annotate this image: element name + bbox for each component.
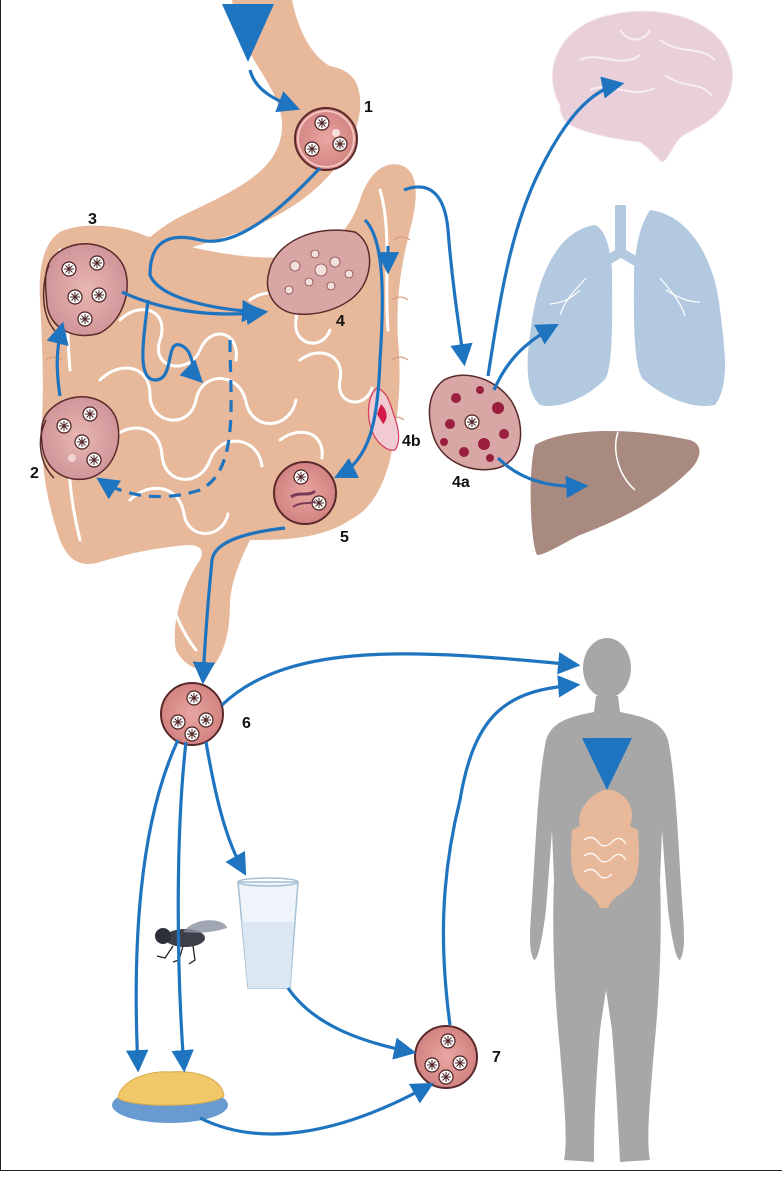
label-2: 2 [30, 465, 39, 482]
arrow-6-to-plate-left [136, 740, 178, 1068]
stage-3-trophozoite [44, 244, 128, 336]
stage-4a-trophozoite [429, 375, 520, 469]
label-4b: 4b [402, 433, 421, 450]
arrow-plate-to-7 [200, 1085, 430, 1134]
stage-5-cyst [274, 462, 336, 524]
stage-1-cyst [295, 108, 357, 170]
arrow-6-to-plate-right [178, 742, 186, 1068]
arrow-glass-to-7 [288, 988, 412, 1052]
lungs-icon [528, 205, 725, 406]
arrow-6-to-glass [206, 742, 244, 872]
stage-6-cyst [161, 683, 223, 745]
brain-icon [552, 11, 732, 162]
stage-7-cyst [415, 1026, 477, 1088]
food-plate-icon [112, 1072, 228, 1123]
label-1: 1 [364, 99, 373, 116]
label-5: 5 [340, 529, 349, 546]
label-4: 4 [336, 313, 345, 330]
fly-icon [155, 920, 227, 964]
stage-2-trophozoite [40, 397, 118, 480]
liver-icon [531, 431, 700, 555]
water-glass-icon [238, 878, 298, 988]
label-7: 7 [492, 1049, 501, 1066]
label-4a: 4a [452, 474, 470, 491]
label-6: 6 [242, 715, 251, 732]
label-3: 3 [88, 211, 97, 228]
